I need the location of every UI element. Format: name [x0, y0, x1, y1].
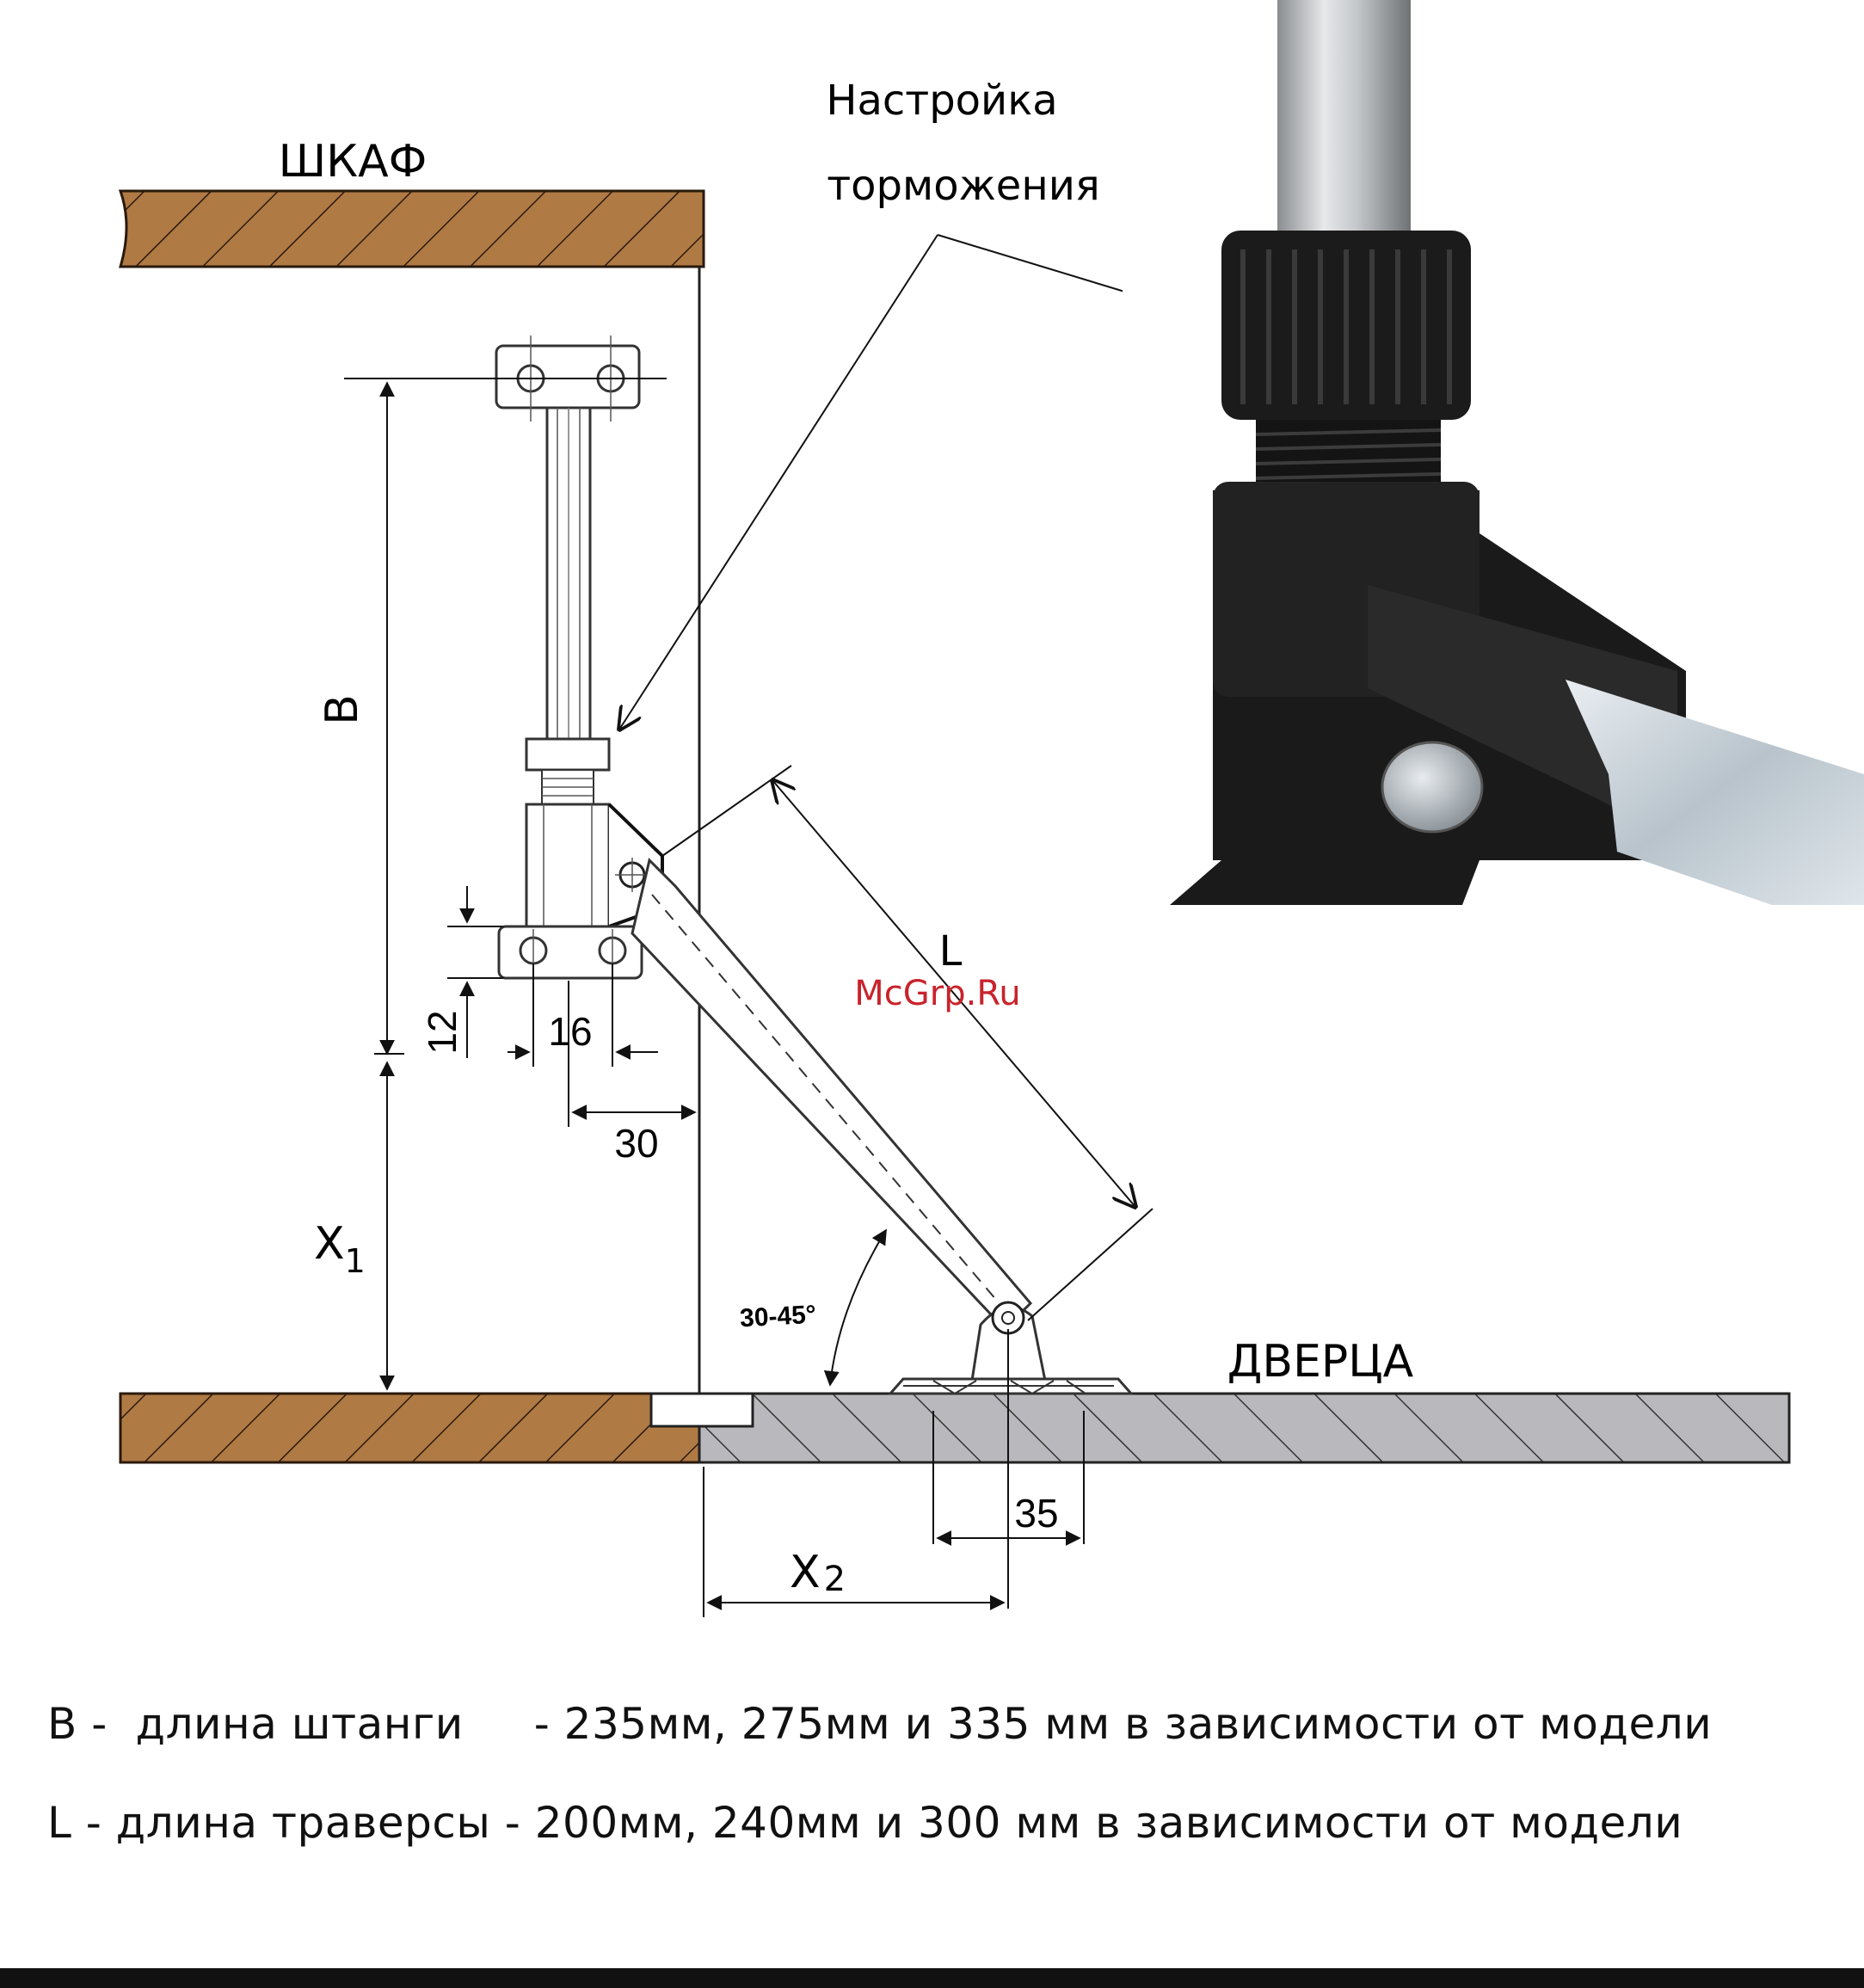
dimension-30: [569, 981, 695, 1127]
hinge-block: [651, 1394, 753, 1426]
door-bracket: [890, 1302, 1131, 1394]
brake-adjust-label-line2: торможения: [827, 162, 1100, 210]
legend-traverse-length: L - длина траверсы - 200мм, 240мм и 300 …: [47, 1798, 1683, 1848]
dimension-35-label: 35: [1014, 1491, 1058, 1536]
dimension-12-label: 12: [420, 1010, 464, 1054]
brake-adjust-label-line1: Настройка: [826, 77, 1057, 125]
dimension-30-label: 30: [614, 1121, 658, 1166]
traverse-arm: [632, 860, 1030, 1329]
dimension-b-label: B: [317, 694, 368, 725]
watermark: McGrp.Ru: [854, 974, 1020, 1013]
dimension-x2: [704, 1467, 1004, 1617]
dimension-16-label: 16: [548, 1009, 592, 1054]
legend-rod-length: B - длина штанги - 235мм, 275мм и 335 мм…: [47, 1699, 1712, 1749]
brake-adjust-nut: [526, 739, 609, 804]
bottom-edge-bar: [0, 1968, 1864, 1988]
bottom-mounting-plate: [499, 926, 642, 978]
dimension-x1-label: X1: [314, 1218, 366, 1280]
angle-indicator: [830, 1230, 886, 1385]
cabinet-bottom-panel: [120, 1394, 699, 1462]
dimension-l-label: L: [939, 927, 963, 976]
cabinet-label: ШКАФ: [279, 136, 428, 188]
door-panel: [651, 1394, 1789, 1462]
door-label: ДВЕРЦА: [1227, 1336, 1414, 1388]
dimension-35: [933, 1329, 1084, 1609]
cabinet-top-panel: [120, 191, 704, 267]
angle-label: 30-45°: [739, 1301, 816, 1333]
brake-adjust-photo: [1123, 0, 1864, 905]
brake-adjust-callout: [619, 235, 1178, 729]
